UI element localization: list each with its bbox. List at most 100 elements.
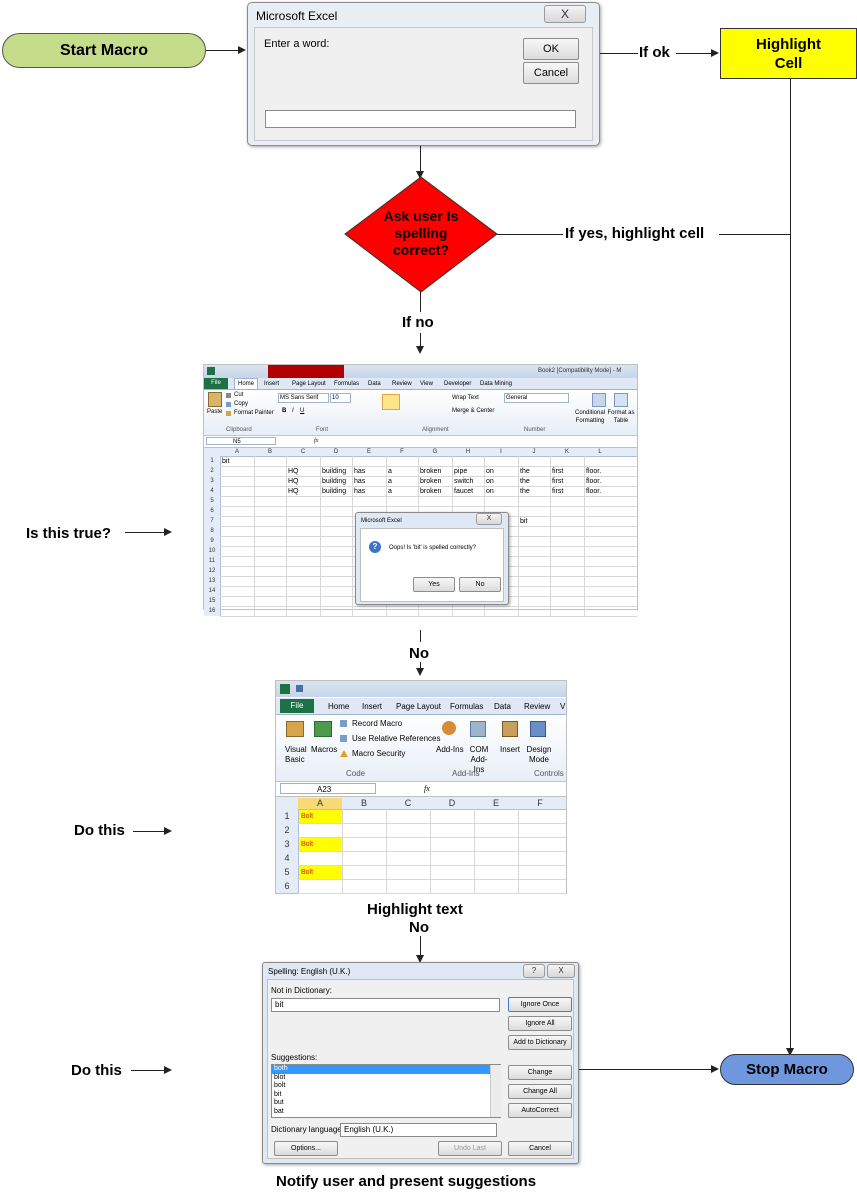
copy-icon[interactable] (226, 402, 231, 407)
column-header[interactable]: K (564, 449, 569, 455)
autocorrect-button[interactable]: AutoCorrect (508, 1103, 572, 1118)
spelling-close-button[interactable]: X (547, 964, 575, 978)
dictionary-language-select[interactable]: English (U.K.) (340, 1123, 497, 1137)
column-header[interactable]: C (300, 449, 306, 455)
message-box-close-button[interactable]: X (476, 513, 502, 525)
column-header[interactable]: B (267, 449, 272, 455)
column-header[interactable]: A (298, 798, 342, 809)
row-header[interactable]: 3 (210, 478, 214, 484)
excel2-tab-insert[interactable]: Insert (362, 702, 383, 711)
highlighted-cell[interactable]: Bolt (299, 810, 342, 823)
column-header[interactable]: B (360, 798, 367, 808)
excel2-tab-v[interactable]: V (560, 702, 566, 711)
relative-references-label[interactable]: Use Relative References (352, 734, 441, 743)
format-as-table-icon[interactable] (614, 393, 628, 407)
insert-control-icon[interactable] (502, 721, 518, 737)
conditional-formatting-label[interactable]: Conditional Formatting (574, 410, 606, 424)
excel2-save-icon[interactable] (296, 685, 303, 692)
sheet-cell[interactable]: on (486, 468, 494, 475)
com-addins-label[interactable]: COM Add-Ins (469, 745, 489, 774)
undo-last-button[interactable]: Undo Last (438, 1141, 502, 1156)
excel1-tab-data[interactable]: Data (368, 381, 381, 387)
macros-icon[interactable] (314, 721, 332, 737)
row-header[interactable]: 16 (208, 608, 216, 614)
excel1-tab-insert[interactable]: Insert (264, 381, 280, 387)
excel2-tab-file[interactable]: File (280, 699, 314, 713)
sheet-cell[interactable]: has (354, 468, 366, 475)
spelling-help-button[interactable]: ? (523, 964, 545, 978)
suggestions-scrollbar[interactable] (490, 1065, 501, 1117)
sheet-cell[interactable]: floor. (586, 478, 602, 485)
row-header[interactable]: 15 (208, 598, 216, 604)
sheet-cell[interactable]: bit (222, 458, 230, 465)
ignore-once-button[interactable]: Ignore Once (508, 997, 572, 1012)
row-header[interactable]: 4 (284, 853, 290, 863)
not-in-dictionary-field[interactable]: bit (271, 998, 500, 1012)
input-ok-button[interactable]: OK (523, 38, 579, 60)
conditional-formatting-icon[interactable] (592, 393, 606, 407)
highlighted-cell[interactable]: Bolt (299, 838, 342, 851)
sheet-cell[interactable]: HQ (288, 478, 299, 485)
column-header[interactable]: G (432, 449, 438, 455)
sheet-cell[interactable]: broken (420, 478, 442, 485)
com-addins-icon[interactable] (470, 721, 486, 737)
row-header[interactable]: 11 (208, 558, 216, 564)
sheet-cell[interactable]: bit (520, 518, 528, 525)
sheet-cell[interactable]: broken (420, 488, 442, 495)
sheet-cell[interactable]: HQ (288, 468, 299, 475)
cut-label[interactable]: Cut (234, 392, 244, 398)
row-header[interactable]: 3 (284, 839, 290, 849)
excel2-tab-pagelayout[interactable]: Page Layout (396, 702, 441, 711)
sheet-cell[interactable]: a (388, 478, 392, 485)
excel1-name-box[interactable]: N5 (206, 437, 276, 445)
paste-icon[interactable] (208, 392, 222, 407)
sheet-cell[interactable]: the (520, 478, 530, 485)
visual-basic-icon[interactable] (286, 721, 304, 737)
italic-button[interactable]: I (292, 408, 294, 414)
highlighted-cell[interactable]: Bolt (299, 866, 342, 879)
row-header[interactable]: 7 (210, 518, 214, 524)
suggestion-item[interactable]: bolt (274, 1082, 286, 1089)
format-as-table-label[interactable]: Format as Table (607, 410, 635, 424)
macro-security-icon[interactable] (340, 750, 348, 757)
wrap-text-button[interactable]: Wrap Text (452, 395, 479, 401)
excel1-tab-formulas[interactable]: Formulas (334, 381, 360, 387)
excel1-tab-file[interactable]: File (204, 378, 228, 389)
excel1-tab-datamining[interactable]: Data Mining (480, 381, 513, 387)
suggestion-item[interactable]: but (274, 1099, 284, 1106)
sheet-cell[interactable]: building (322, 478, 347, 485)
sheet-cell[interactable]: a (388, 488, 392, 495)
design-mode-label[interactable]: Design Mode (526, 745, 552, 764)
insert-control-label[interactable]: Insert (500, 745, 521, 754)
selected-align-button[interactable] (382, 394, 400, 410)
row-header[interactable]: 4 (210, 488, 214, 494)
row-header[interactable]: 2 (210, 468, 214, 474)
copy-label[interactable]: Copy (234, 401, 249, 407)
macros-label[interactable]: Macros (311, 745, 338, 754)
row-header[interactable]: 8 (210, 528, 214, 534)
ignore-all-button[interactable]: Ignore All (508, 1016, 572, 1031)
sheet-cell[interactable]: faucet (454, 488, 474, 495)
visual-basic-label[interactable]: Visual Basic (285, 745, 307, 764)
sheet-cell[interactable]: on (486, 478, 494, 485)
suggestion-item[interactable]: both (272, 1065, 490, 1074)
font-size-box[interactable]: 10 (330, 393, 351, 403)
sheet-cell[interactable]: has (354, 488, 366, 495)
excel2-tab-formulas[interactable]: Formulas (450, 702, 484, 711)
relative-references-icon[interactable] (340, 735, 347, 742)
underline-button[interactable]: U (300, 408, 305, 414)
addins-label[interactable]: Add-Ins (436, 745, 464, 754)
row-header[interactable]: 1 (284, 811, 290, 821)
suggestion-item[interactable]: bat (274, 1107, 284, 1115)
message-no-button[interactable]: No (459, 577, 501, 592)
format-painter-icon[interactable] (226, 411, 231, 416)
column-header[interactable]: C (404, 798, 412, 808)
row-header[interactable]: 1 (210, 458, 214, 464)
message-yes-button[interactable]: Yes (413, 577, 455, 592)
input-dialog-close-button[interactable]: X (544, 5, 586, 23)
excel1-tab-view[interactable]: View (420, 381, 433, 387)
column-header[interactable]: H (465, 449, 471, 455)
spelling-cancel-button[interactable]: Cancel (508, 1141, 572, 1156)
row-header[interactable]: 2 (284, 825, 290, 835)
input-cancel-button[interactable]: Cancel (523, 62, 579, 84)
